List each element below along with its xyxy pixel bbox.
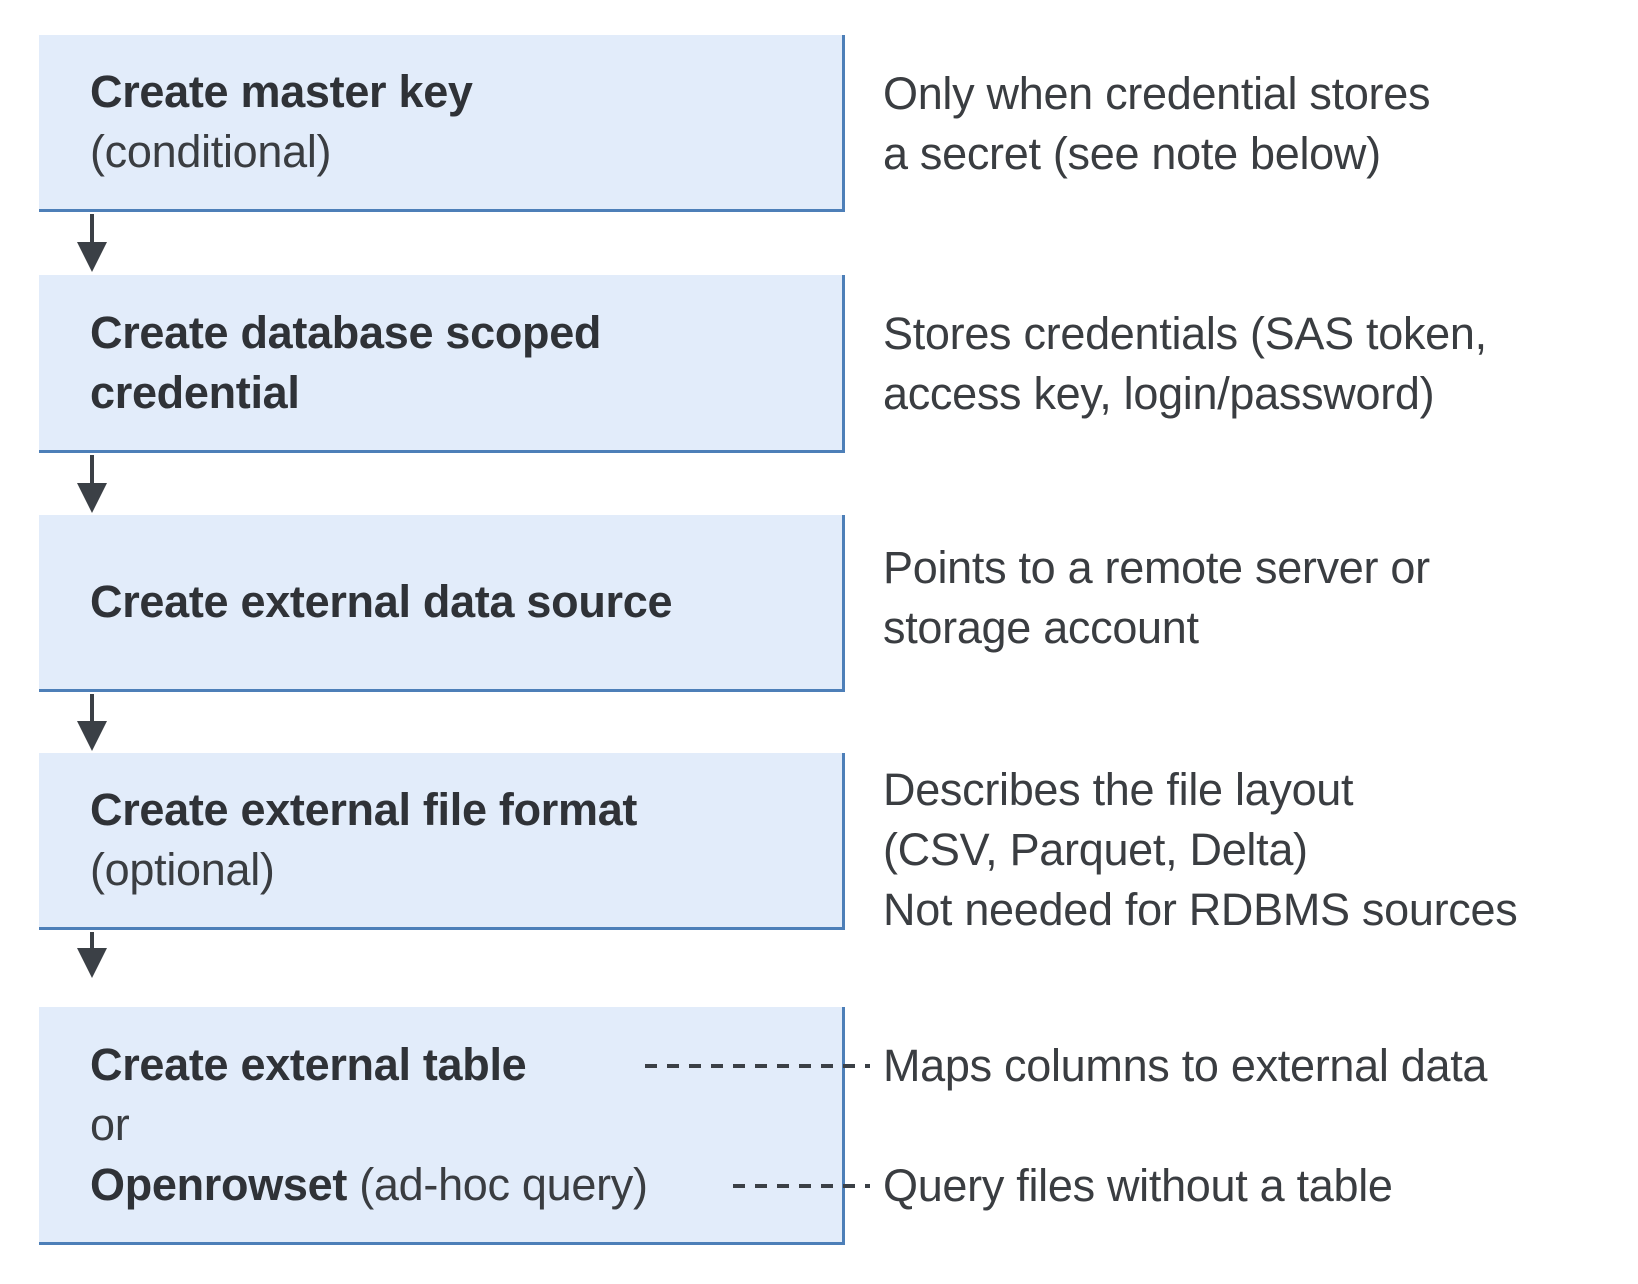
annotation-data-source: Points to a remote server or storage acc…	[883, 538, 1430, 658]
annotation-external-table: Maps columns to external data	[883, 1036, 1487, 1096]
box-title-line: Create external table	[90, 1035, 842, 1095]
box-subtitle: (conditional)	[90, 126, 332, 177]
flow-arrow-3-head	[77, 721, 107, 751]
flow-box-create-external-file-format: Create external file format (optional)	[39, 753, 845, 930]
annotation-file-format: Describes the file layout (CSV, Parquet,…	[883, 760, 1518, 940]
annotation-line: Points to a remote server or	[883, 542, 1430, 593]
box-title-line: Create database scoped	[90, 303, 842, 363]
box-title-line: Create external data source	[90, 572, 842, 632]
flow-arrow-3-line	[90, 694, 94, 721]
flow-arrow-2-line	[90, 455, 94, 483]
flow-arrow-1-head	[77, 242, 107, 272]
annotation-credential: Stores credentials (SAS token, access ke…	[883, 304, 1487, 424]
box-title-continued: credential	[90, 366, 300, 418]
box-title-line: Create master key	[90, 62, 842, 122]
annotation-master-key: Only when credential stores a secret (se…	[883, 64, 1430, 184]
box-title: Create external data source	[90, 576, 673, 627]
box-title-line2: credential	[90, 363, 842, 423]
annotation-line: a secret (see note below)	[883, 128, 1381, 179]
flow-arrow-4-head	[77, 948, 107, 978]
flow-box-create-database-scoped-credential: Create database scoped credential	[39, 275, 845, 453]
dashed-connector-external-table	[645, 1064, 870, 1068]
box-title: Create external table	[90, 1038, 527, 1090]
annotation-line: (CSV, Parquet, Delta)	[883, 824, 1308, 875]
dashed-connector-openrowset	[733, 1184, 870, 1188]
box-openrowset-note: (ad-hoc query)	[347, 1158, 648, 1210]
annotation-line: access key, login/password)	[883, 368, 1435, 419]
box-openrowset-title: Openrowset	[90, 1158, 348, 1210]
flow-box-create-external-table-or-openrowset: Create external table or Openrowset (ad-…	[39, 1007, 845, 1245]
annotation-line: Query files without a table	[883, 1160, 1393, 1211]
flow-arrow-1-line	[90, 214, 94, 242]
box-title: Create database scoped	[90, 306, 602, 358]
annotation-line: Maps columns to external data	[883, 1040, 1488, 1091]
flow-arrow-4-line	[90, 932, 94, 948]
annotation-line: Describes the file layout	[883, 764, 1354, 815]
box-title: Create master key	[90, 66, 473, 117]
box-subtitle-line: (optional)	[90, 840, 842, 900]
box-subtitle: (optional)	[90, 844, 275, 895]
box-subtitle-line: (conditional)	[90, 122, 842, 182]
flow-box-create-master-key: Create master key (conditional)	[39, 35, 845, 212]
box-or-line: or	[90, 1095, 842, 1155]
flow-arrow-2-head	[77, 483, 107, 513]
annotation-line: storage account	[883, 602, 1199, 653]
annotation-line: Only when credential stores	[883, 68, 1431, 119]
annotation-openrowset: Query files without a table	[883, 1156, 1393, 1216]
box-openrowset-line: Openrowset (ad-hoc query)	[90, 1155, 842, 1215]
box-title-line: Create external file format	[90, 780, 842, 840]
annotation-line: Not needed for RDBMS sources	[883, 884, 1518, 935]
box-or-text: or	[90, 1098, 130, 1150]
box-title: Create external file format	[90, 784, 638, 835]
flow-box-create-external-data-source: Create external data source	[39, 515, 845, 692]
annotation-line: Stores credentials (SAS token,	[883, 308, 1487, 359]
